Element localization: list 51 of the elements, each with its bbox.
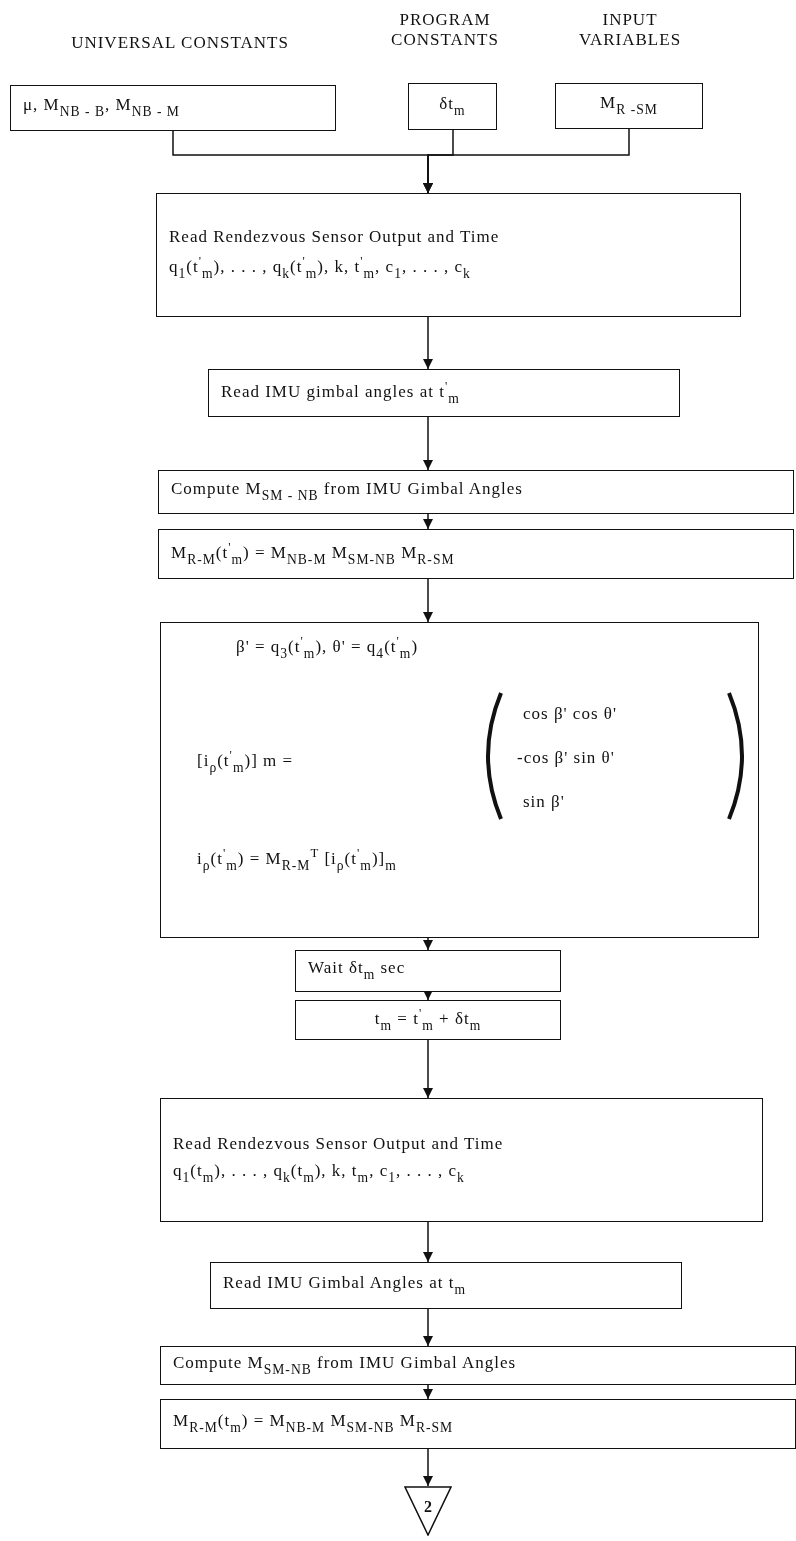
- box-text: μ, M$_{NB - B}$, M$_{NB - M}$: [23, 94, 180, 122]
- process-box: [10, 85, 336, 131]
- process-box: [208, 369, 680, 417]
- box-text: Read Rendezvous Sensor Output and Time: [173, 1132, 504, 1155]
- formula-text: [i$_{ρ}$(t$^{'}$$_{m}$)] m =: [197, 747, 294, 778]
- arrow: [423, 416, 433, 471]
- process-box: [210, 1262, 682, 1309]
- arrow: [423, 1384, 433, 1400]
- box-text: q$_{1}$(t$_{m}$), . . . , q$_{k}$(t$_{m}$), k, t$_{m}$, c$_{1}$, . . . , c$_{k}$: [173, 1159, 465, 1187]
- connector-number: 2: [424, 1498, 432, 1517]
- process-box: [408, 83, 497, 130]
- box-text: Wait δt$_{m}$ sec: [308, 957, 406, 985]
- formula-text: cos β' cos θ': [523, 703, 617, 725]
- process-box: [160, 1346, 796, 1385]
- formula-text: β' = q$_{3}$(t$^{'}$$_{m}$), θ' = q$_{4}$(t$^{'}$$_{m}$): [236, 633, 419, 664]
- connector-triangle: [404, 1486, 452, 1536]
- box-text: Compute M$_{SM - NB}$ from IMU Gimbal Angles: [171, 478, 523, 506]
- process-box: [160, 1098, 763, 1222]
- box-text: δt$_{m}$: [439, 92, 466, 120]
- box-text: q$_{1}$(t$^{'}$$_{m}$), . . . , q$_{k}$(t$^{'}$$_{m}$), k, t$^{'}$$_{m}$, c$_{1}$, . . . , c$_{k}$: [169, 253, 471, 284]
- box-text: M$_{R-M}$(t$^{'}$$_{m}$) = M$_{NB-M}$ M$_{SM-NB}$ M$_{R-SM}$: [171, 538, 455, 569]
- box-text: Compute M$_{SM-NB}$ from IMU Gimbal Angles: [173, 1351, 517, 1379]
- arrow: [423, 316, 433, 370]
- process-box: [295, 1000, 561, 1040]
- box-text: Read IMU Gimbal Angles at t$_{m}$: [223, 1271, 467, 1299]
- box-text: t$_{m}$ = t$^{'}$$_{m}$ + δt$_{m}$: [374, 1004, 482, 1035]
- arrow: [423, 990, 433, 1001]
- arrow: [423, 1308, 433, 1347]
- arrow: [423, 578, 433, 623]
- column-heading: UNIVERSAL CONSTANTS: [70, 33, 290, 53]
- process-box: [555, 83, 703, 129]
- process-box: [160, 1399, 796, 1449]
- arrow: [423, 128, 630, 194]
- column-heading: INPUT VARIABLES: [577, 10, 683, 50]
- box-text: Read Rendezvous Sensor Output and Time: [169, 226, 500, 249]
- arrow: [423, 1448, 433, 1487]
- box-text: M$_{R-M}$(t$_{m}$) = M$_{NB-M}$ M$_{SM-NB}$ M$_{R-SM}$: [173, 1410, 454, 1438]
- formula-text: -cos β' sin θ': [517, 747, 615, 769]
- process-box: [295, 950, 561, 992]
- arrow: [423, 1039, 433, 1099]
- process-box: [156, 193, 741, 317]
- process-box: [160, 622, 759, 938]
- arrow: [423, 1221, 433, 1263]
- column-heading: PROGRAM CONSTANTS: [390, 10, 500, 50]
- arrow: [423, 937, 433, 951]
- process-box: [158, 529, 794, 579]
- formula-text: i$_{ρ}$(t$^{'}$$_{m}$) = M$_{R-M}$$^{T}$ [i$_{ρ}$(t$^{'}$$_{m}$)]$_{m}$: [197, 845, 397, 876]
- process-box: [158, 470, 794, 514]
- formula-text: sin β': [523, 791, 565, 813]
- arrow: [423, 513, 433, 530]
- box-text: M$_{R -SM}$: [600, 92, 658, 120]
